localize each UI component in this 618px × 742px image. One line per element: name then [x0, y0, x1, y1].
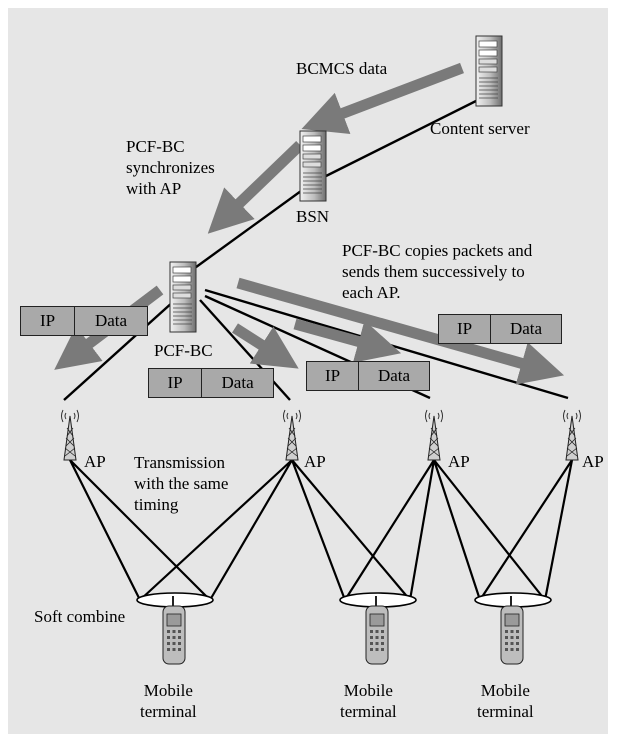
packet-ip-label: IP [307, 362, 359, 390]
bsn-label: BSN [296, 207, 330, 226]
packet-data-label: Data [377, 366, 411, 385]
packet-data-label: Data [221, 373, 254, 392]
soft-combine-ellipse-2 [339, 592, 417, 608]
mobile-terminal-icon-2 [365, 595, 389, 665]
packet-2: IP Data [148, 368, 274, 398]
pcf-bc-server-icon [169, 261, 197, 333]
content-server-icon [475, 35, 503, 107]
mobile-terminal-label-1: Mobile terminal [140, 681, 197, 721]
radio-ap4 [479, 459, 574, 601]
packet-data-label: Data [94, 311, 128, 330]
ap-tower-icon-4 [563, 409, 581, 461]
ap-tower-icon-2 [283, 409, 301, 461]
soft-combine-label: Soft combine [34, 607, 126, 626]
packet-ip-label: IP [439, 315, 491, 343]
arrow-bcmcs-data [301, 62, 464, 134]
link-pcf-ap2 [199, 299, 291, 401]
transmission-label: Transmission with the same timing [134, 453, 229, 514]
radio-ap3 [344, 459, 546, 601]
mobile-terminal-icon-1 [162, 595, 186, 665]
ap-label-3: AP [448, 452, 470, 471]
arrow-to-ap2 [232, 323, 299, 369]
radio-links [69, 459, 574, 601]
ap-tower-icon-1 [61, 409, 79, 461]
pcf-sync-label: PCF-BC synchronizes with AP [126, 137, 215, 198]
packet-3: IP Data [306, 361, 430, 391]
arrow-to-ap3 [293, 318, 402, 363]
arrow-to-ap4 [236, 277, 565, 385]
packet-ip-label: IP [21, 307, 75, 335]
radio-ap2 [139, 459, 411, 601]
packet-data-label: Data [509, 319, 543, 338]
soft-combine-ellipse-1 [136, 592, 214, 608]
packet-1: IP Data [20, 306, 148, 336]
link-pcf-ap1 [63, 291, 185, 401]
mobile-terminal-label-3: Mobile terminal [477, 681, 534, 721]
ap-tower-icon-3 [425, 409, 443, 461]
bcmcs-data-label: BCMCS data [296, 59, 388, 78]
ap-label-1: AP [84, 452, 106, 471]
pcf-copies-label: PCF-BC copies packets and sends them suc… [342, 241, 533, 302]
content-server-label: Content server [430, 119, 530, 138]
mobile-terminal-icon-3 [500, 595, 524, 665]
arrow-bsn-to-pcf [207, 141, 304, 234]
packet-ip-label: IP [149, 369, 203, 397]
link-server-bsn [311, 93, 489, 185]
packet-4: IP Data [438, 314, 562, 344]
radio-ap1 [69, 459, 211, 601]
mobile-terminal-label-2: Mobile terminal [340, 681, 397, 721]
bsn-server-icon [299, 130, 327, 202]
soft-combine-ellipse-3 [474, 592, 552, 608]
ap-label-4: AP [582, 452, 604, 471]
ap-label-2: AP [304, 452, 326, 471]
pcf-bc-label: PCF-BC [154, 341, 213, 360]
